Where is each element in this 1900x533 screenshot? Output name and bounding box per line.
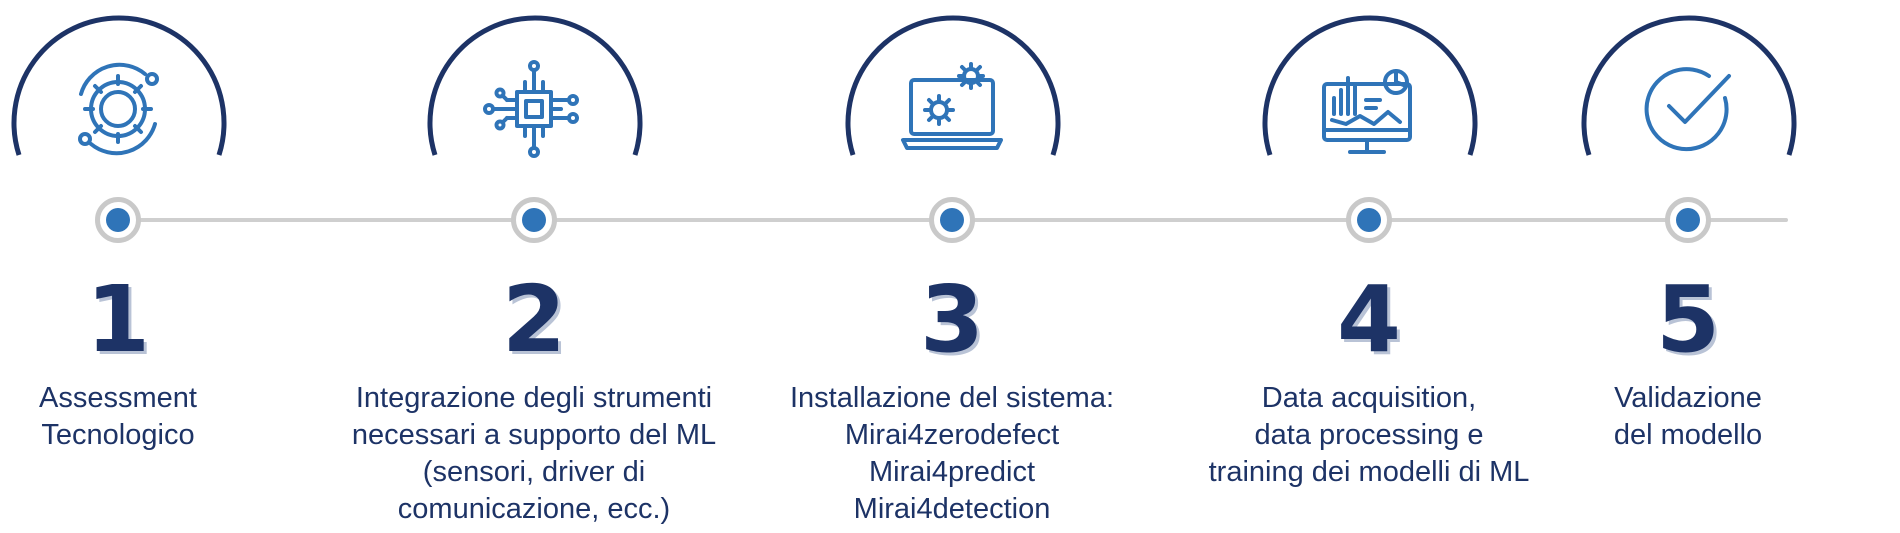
analytics-monitor-icon	[1322, 69, 1412, 154]
step-description-line: Data acquisition,	[1261, 382, 1477, 414]
step-description-line: Validazione	[1614, 382, 1762, 414]
step-description-line: Installazione del sistema:	[790, 382, 1114, 414]
step-2: 2 Integrazione degli strumenti necessari…	[324, 0, 744, 533]
timeline-node	[929, 197, 975, 243]
step-description-line: necessari a supporto del ML	[351, 419, 717, 451]
step-number: 3	[919, 266, 984, 373]
step-description-line: comunicazione, ecc.)	[397, 493, 671, 525]
timeline-node-dot	[106, 208, 130, 232]
arc-decoration	[1262, 15, 1478, 156]
timeline-node	[95, 197, 141, 243]
step-description: Data acquisition, data processing e trai…	[1159, 380, 1579, 491]
step-description-line: Mirai4zerodefect	[844, 419, 1060, 451]
circuit-chip-icon	[483, 60, 579, 158]
timeline-node	[1346, 197, 1392, 243]
timeline-node-dot	[1676, 208, 1700, 232]
step-4: 4 Data acquisition, data processing e tr…	[1159, 0, 1579, 533]
laptop-gears-icon	[901, 62, 1003, 150]
arc-decoration	[427, 15, 643, 156]
step-description-line: (sensori, driver di	[422, 456, 646, 488]
step-description: Installazione del sistema: Mirai4zerodef…	[742, 380, 1162, 528]
step-description: Validazione del modello	[1478, 380, 1898, 454]
step-5: 5 Validazione del modello	[1478, 0, 1898, 533]
checkmark-circle-icon	[1644, 67, 1731, 152]
step-description-line: training dei modelli di ML	[1208, 456, 1530, 488]
gear-icon	[78, 62, 159, 156]
step-3: 3 Installazione del sistema: Mirai4zerod…	[742, 0, 1162, 533]
arc-decoration	[11, 15, 227, 156]
timeline-node	[1665, 197, 1711, 243]
timeline-node-dot	[522, 208, 546, 232]
arc-decoration	[1581, 15, 1797, 156]
step-description-line: Mirai4detection	[853, 493, 1051, 525]
timeline-node	[511, 197, 557, 243]
timeline-node-dot	[1357, 208, 1381, 232]
step-number: 1	[85, 266, 150, 373]
step-description-line: del modello	[1613, 419, 1763, 451]
step-number: 2	[501, 266, 566, 373]
timeline-node-dot	[940, 208, 964, 232]
step-number: 4	[1336, 266, 1401, 373]
step-description-line: Assessment	[39, 382, 197, 414]
step-number: 5	[1655, 266, 1720, 373]
step-description-line: Tecnologico	[41, 419, 195, 451]
step-description: Integrazione degli strumenti necessari a…	[324, 380, 744, 528]
step-description-line: Mirai4predict	[869, 456, 1035, 488]
step-description: Assessment Tecnologico	[0, 380, 328, 454]
step-1: 1 Assessment Tecnologico	[0, 0, 328, 533]
arc-decoration	[845, 15, 1061, 156]
step-description-line: Integrazione degli strumenti	[355, 382, 713, 414]
step-description-line: data processing e	[1254, 419, 1484, 451]
